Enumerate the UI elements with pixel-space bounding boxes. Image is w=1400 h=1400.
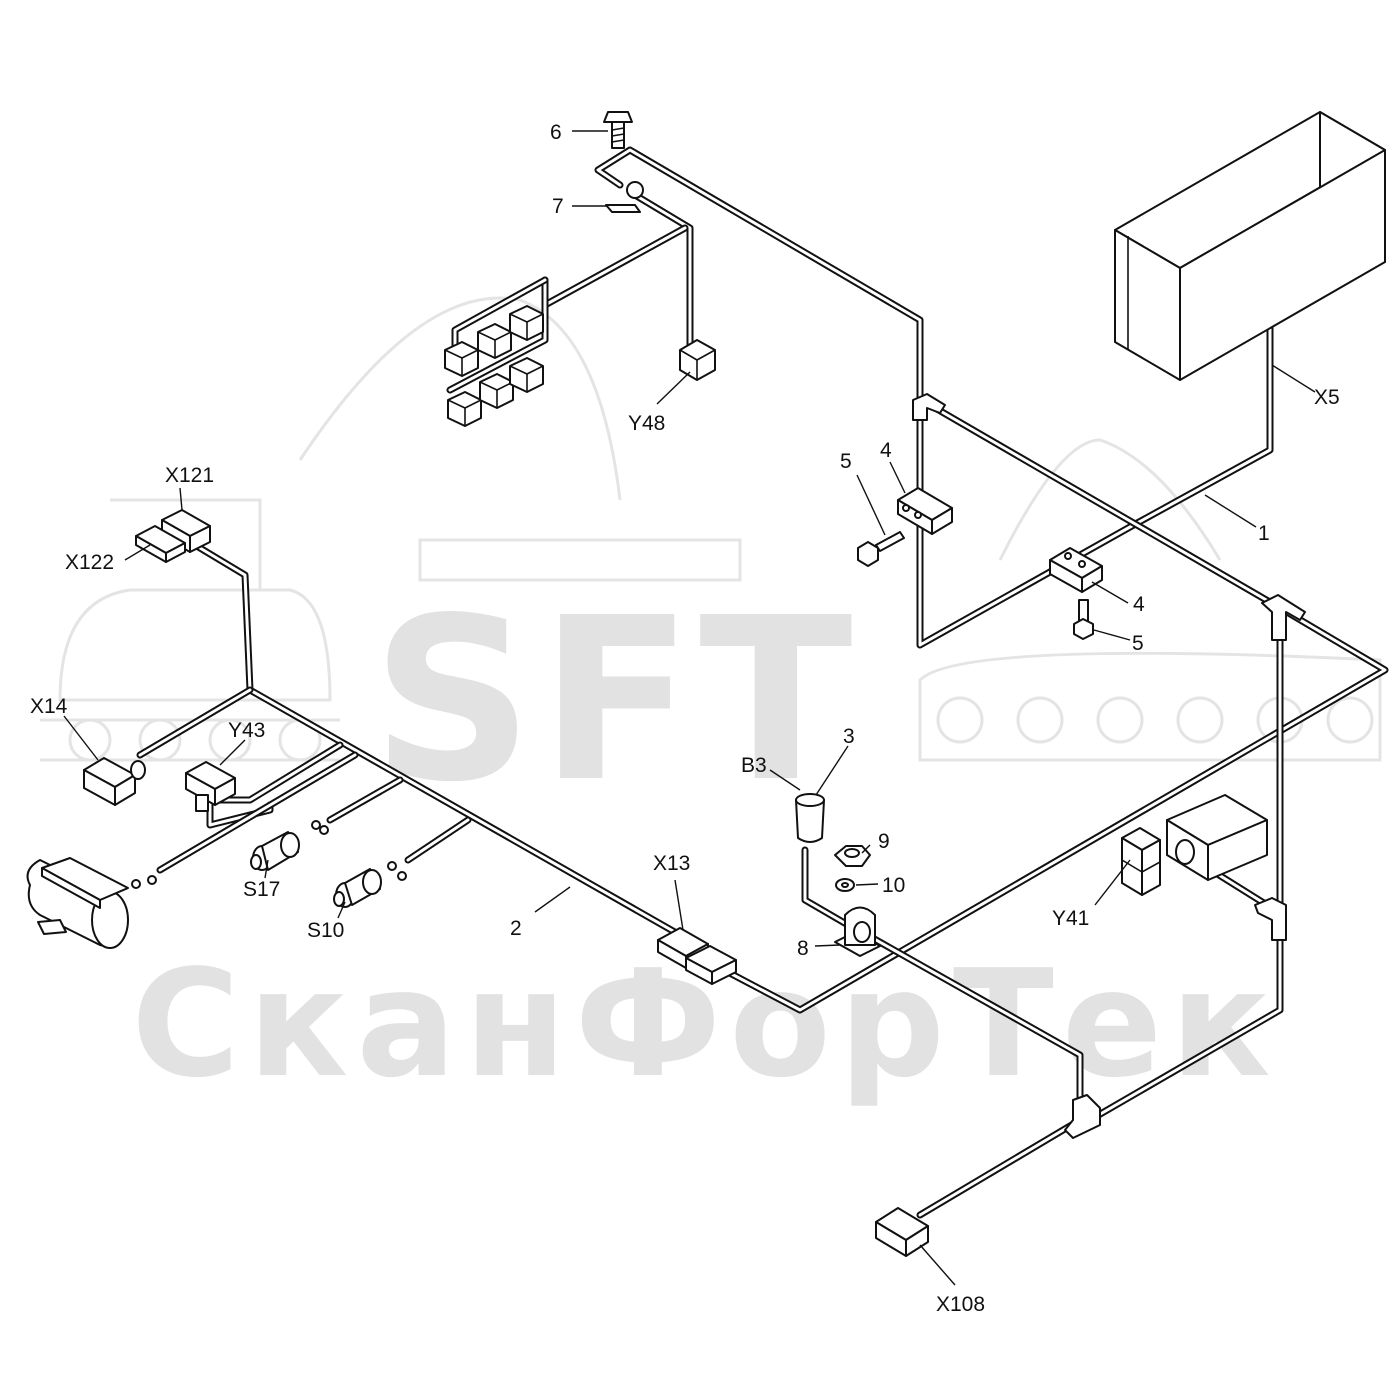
bracket-8 bbox=[834, 906, 881, 957]
label-s10: S10 bbox=[307, 919, 344, 942]
relay bbox=[444, 341, 479, 377]
x14-connector bbox=[83, 757, 146, 806]
label-x122: X122 bbox=[65, 551, 114, 574]
nut-9 bbox=[834, 845, 871, 867]
x13-connector bbox=[657, 927, 737, 985]
labels: 6 7 Y48 X5 4 5 1 4 5 X121 X122 X14 Y43 B… bbox=[30, 121, 1340, 1316]
clip-7 bbox=[605, 181, 644, 213]
label-2: 2 bbox=[510, 917, 522, 940]
label-s17: S17 bbox=[243, 878, 280, 901]
harness-relay-branch bbox=[446, 191, 694, 394]
y43-connector bbox=[185, 761, 236, 812]
clamp-4-lower bbox=[1049, 547, 1103, 593]
clamp-4-upper bbox=[897, 487, 953, 535]
label-5-lower: 5 bbox=[1132, 632, 1144, 655]
wire-terminals bbox=[131, 820, 407, 889]
s17-sensor bbox=[250, 831, 300, 871]
b3-sensor bbox=[795, 793, 825, 843]
harness-2 bbox=[136, 541, 684, 939]
motor bbox=[26, 857, 129, 949]
relay bbox=[479, 373, 514, 409]
bolt-5-upper bbox=[857, 531, 905, 567]
label-3: 3 bbox=[843, 725, 855, 748]
s10-sensor bbox=[333, 868, 382, 908]
y41-valve bbox=[1121, 794, 1268, 896]
bolt-5-lower bbox=[1073, 599, 1094, 640]
x121-connector bbox=[161, 509, 211, 553]
label-x13: X13 bbox=[653, 852, 690, 875]
wires bbox=[136, 146, 1389, 1219]
relay bbox=[509, 357, 544, 393]
x108-connector bbox=[875, 1207, 929, 1257]
label-b3: B3 bbox=[741, 754, 767, 777]
label-7: 7 bbox=[552, 195, 564, 218]
t-junctions bbox=[912, 393, 1306, 1139]
label-6: 6 bbox=[550, 121, 562, 144]
label-y48: Y48 bbox=[628, 412, 665, 435]
label-8: 8 bbox=[797, 937, 809, 960]
label-x14: X14 bbox=[30, 695, 68, 718]
label-4-upper: 4 bbox=[880, 439, 892, 462]
x5-control-unit bbox=[1114, 111, 1386, 381]
label-10: 10 bbox=[882, 874, 905, 897]
label-1: 1 bbox=[1258, 522, 1270, 545]
label-x5: X5 bbox=[1314, 386, 1340, 409]
washer-10 bbox=[835, 878, 855, 892]
relay bbox=[447, 391, 482, 427]
label-y41: Y41 bbox=[1052, 907, 1089, 930]
x122-connector bbox=[135, 525, 186, 563]
leader-lines bbox=[63, 130, 1316, 1286]
label-y43: Y43 bbox=[228, 719, 265, 742]
bolt-6 bbox=[603, 111, 633, 149]
label-x121: X121 bbox=[165, 464, 214, 487]
relay bbox=[509, 305, 544, 341]
watermark-logo: SFT bbox=[371, 570, 858, 832]
y48-connector bbox=[679, 339, 716, 381]
relay bbox=[477, 323, 512, 359]
label-4-lower: 4 bbox=[1133, 593, 1145, 616]
watermark: SFT СканФорТек bbox=[40, 296, 1382, 1110]
relay-block bbox=[444, 305, 544, 427]
label-x108: X108 bbox=[936, 1293, 985, 1316]
label-9: 9 bbox=[878, 830, 890, 853]
harness-1 bbox=[594, 146, 1389, 1219]
label-5-upper: 5 bbox=[840, 450, 852, 473]
